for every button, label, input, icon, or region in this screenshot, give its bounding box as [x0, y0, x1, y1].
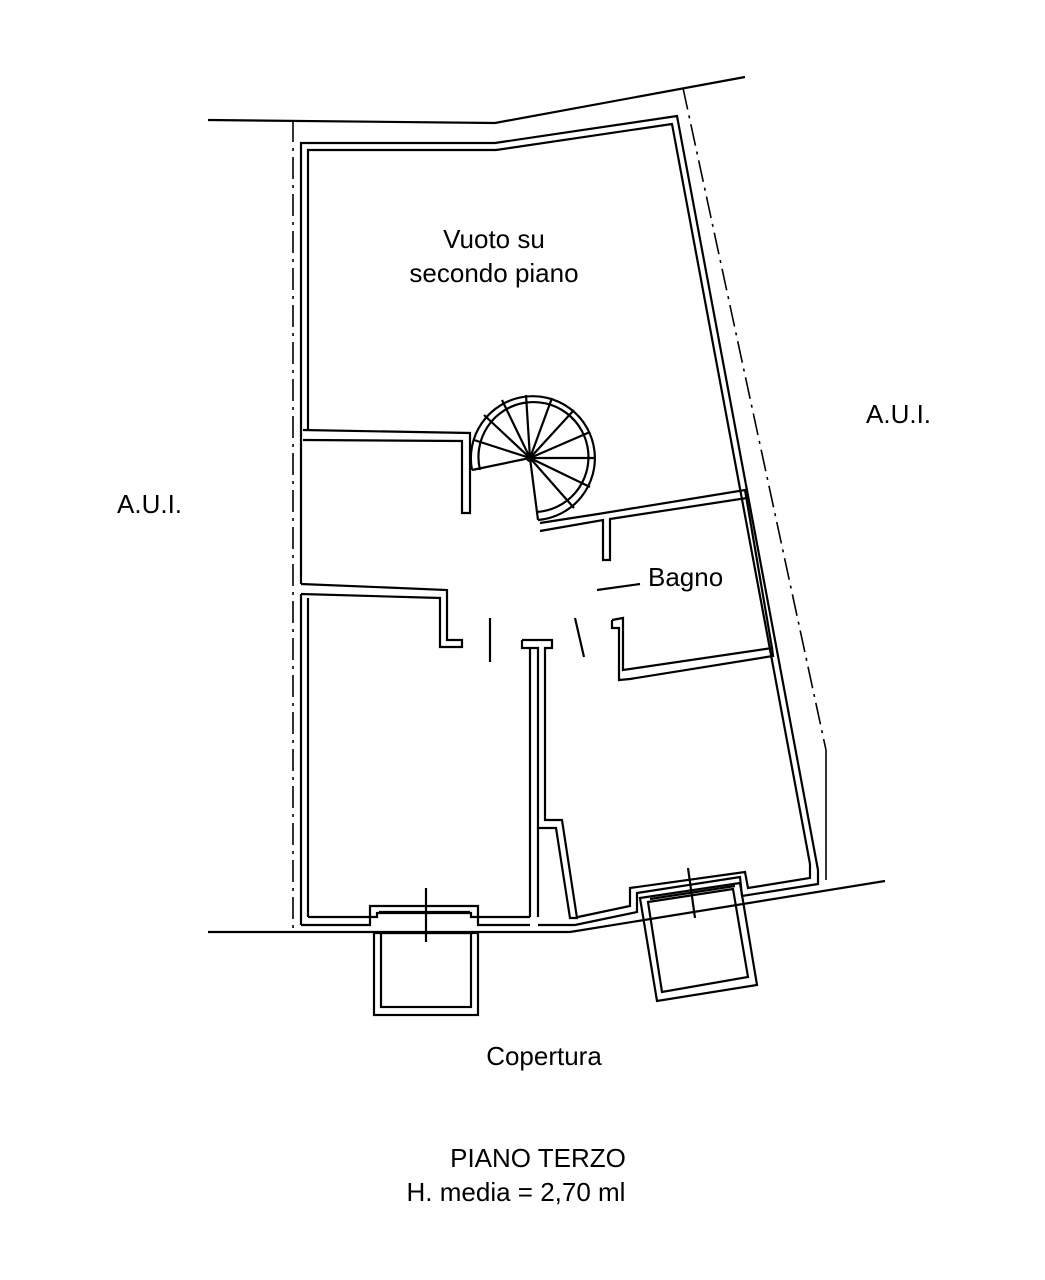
outer-wall-outer [299, 114, 820, 871]
bottom-wall-right [538, 870, 820, 927]
bottom-wall-left-outer [301, 904, 530, 927]
bathroom-label: Bagno [648, 562, 724, 592]
bathroom-right-wall [743, 489, 774, 649]
property-line-bottom-right [569, 879, 886, 934]
outer-wall-inner [306, 122, 812, 865]
stair-wall [302, 428, 472, 515]
roof-element-right [638, 867, 759, 1003]
spiral-staircase [469, 394, 596, 522]
bathroom-bottom-wall [610, 616, 775, 682]
roof-label: Copertura [486, 1041, 602, 1071]
bathroom-top-wall [539, 488, 749, 562]
neighbor-label-right: A.U.I. [866, 399, 932, 429]
door-leaf-3 [596, 582, 641, 592]
average-height-note: H. media = 2,70 ml [406, 1177, 626, 1207]
void-label-line2: secondo piano [409, 258, 579, 288]
void-label-line1: Vuoto su [443, 224, 545, 254]
left-room-top-wall [300, 582, 464, 649]
axis-right [682, 87, 827, 751]
floor-title: PIANO TERZO [450, 1143, 626, 1173]
property-line-top [207, 75, 746, 125]
central-partition [520, 638, 579, 920]
roof-element-left [372, 888, 480, 1017]
door-leaf-2 [573, 617, 586, 658]
bottom-wall-left-inner [308, 911, 530, 919]
bottom-wall-right-inner [577, 864, 812, 919]
neighbor-label-left: A.U.I. [117, 489, 183, 519]
